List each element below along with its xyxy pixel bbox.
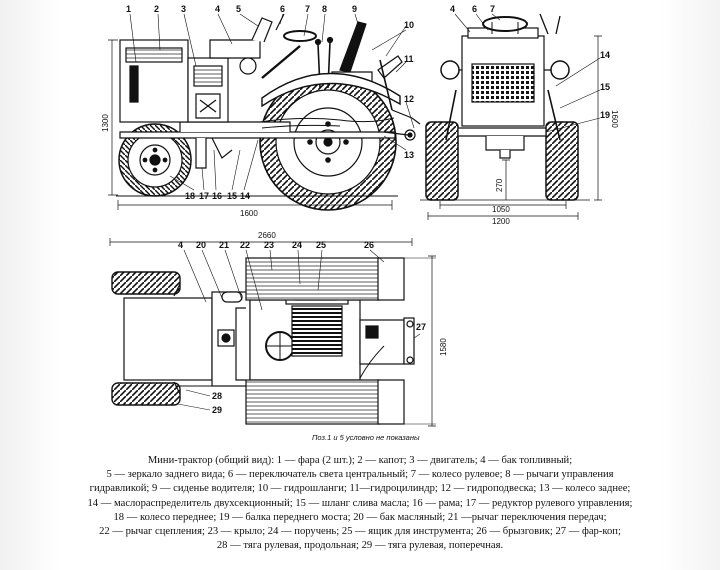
top-dim-width: 1580 — [439, 338, 448, 356]
top-label: 20 — [196, 240, 206, 250]
top-label: 4 — [178, 240, 183, 250]
front-label: 6 — [472, 4, 477, 14]
tractor-drawing: 1 2 3 4 5 6 7 8 9 10 11 12 13 14 15 16 1… — [101, 4, 619, 442]
side-label: 12 — [404, 94, 414, 104]
side-label: 9 — [352, 4, 357, 14]
side-view — [108, 13, 421, 211]
side-label: 15 — [227, 191, 237, 201]
side-label: 4 — [215, 4, 220, 14]
top-dim-length: 2660 — [258, 231, 276, 240]
front-label: 7 — [490, 4, 495, 14]
caption-line: 18 — колесо переднее; 19 — балка передне… — [113, 511, 607, 523]
side-label: 3 — [181, 4, 186, 14]
front-view — [420, 13, 602, 220]
side-label: 11 — [404, 54, 414, 64]
top-view — [109, 238, 436, 427]
side-dim-length: 1600 — [240, 209, 258, 218]
side-label: 7 — [305, 4, 310, 14]
front-label: 4 — [450, 4, 455, 14]
front-label: 14 — [600, 50, 610, 60]
front-dim-height: 1600 — [610, 110, 619, 128]
front-dim-track: 1050 — [492, 205, 510, 214]
caption-line: 5 — зеркало заднего вида; 6 — переключат… — [106, 469, 614, 481]
caption-line: 28 — тяга рулевая, продольная; 29 — тяга… — [216, 540, 504, 552]
top-label: 28 — [212, 391, 222, 401]
top-label: 29 — [212, 405, 222, 415]
side-label: 16 — [212, 191, 222, 201]
top-label: 25 — [316, 240, 326, 250]
side-label: 14 — [240, 191, 250, 201]
figure-caption: Мини-трактор (общий вид): 1 — фара (2 шт… — [20, 454, 700, 553]
side-dim-height: 1300 — [101, 114, 110, 132]
front-label: 19 — [600, 110, 610, 120]
top-label: 24 — [292, 240, 302, 250]
front-dim-clearance: 270 — [495, 178, 504, 192]
top-view-note: Поз.1 и 5 условно не показаны — [312, 433, 420, 442]
side-label: 2 — [154, 4, 159, 14]
side-label: 5 — [236, 4, 241, 14]
side-label: 8 — [322, 4, 327, 14]
side-label: 17 — [199, 191, 209, 201]
top-label: 22 — [240, 240, 250, 250]
caption-line: 14 — маслораспределитель двухсекционный;… — [87, 497, 633, 509]
top-label: 27 — [416, 322, 426, 332]
side-label: 13 — [404, 150, 414, 160]
top-label: 21 — [219, 240, 229, 250]
front-dim-width: 1200 — [492, 217, 510, 226]
top-label: 23 — [264, 240, 274, 250]
caption-line: Мини-трактор (общий вид): 1 — фара (2 шт… — [147, 455, 573, 466]
side-label: 10 — [404, 20, 414, 30]
side-label: 6 — [280, 4, 285, 14]
caption-line: 22 — рычаг сцепления; 23 — крыло; 24 — п… — [99, 526, 621, 538]
top-label: 26 — [364, 240, 374, 250]
caption-line: гидравликой; 9 — сиденье водителя; 10 — … — [89, 483, 631, 495]
rear-wheel — [259, 73, 397, 211]
side-label: 18 — [185, 191, 195, 201]
front-label: 15 — [600, 82, 610, 92]
side-label: 1 — [126, 4, 131, 14]
